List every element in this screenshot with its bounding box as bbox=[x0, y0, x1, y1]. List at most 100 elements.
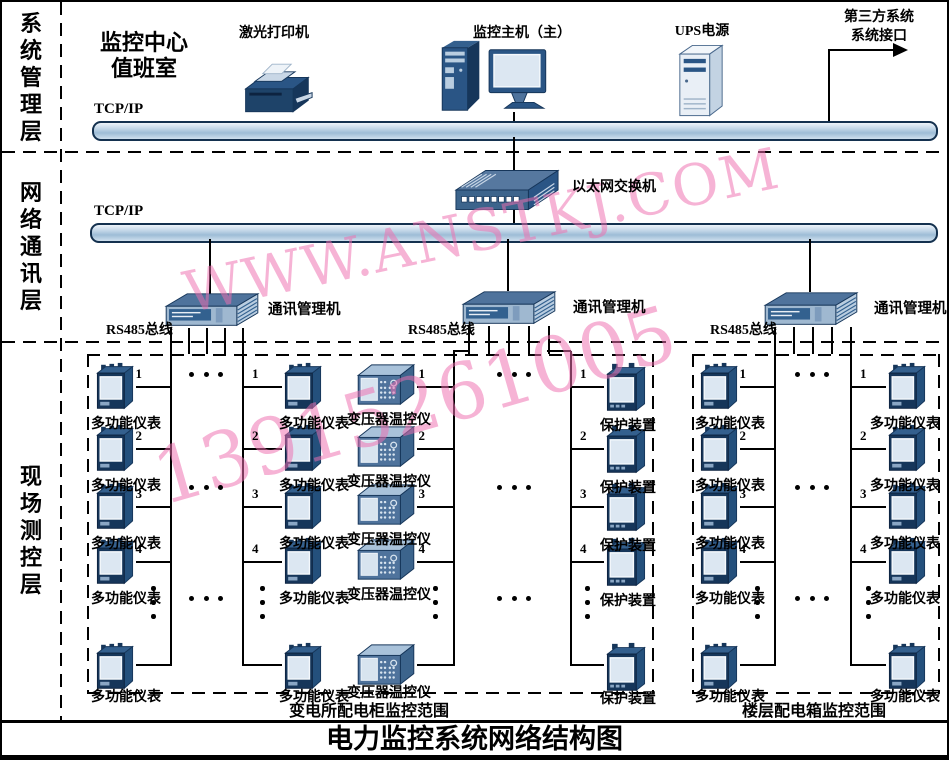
ellipsis-dots-horizontal bbox=[795, 372, 800, 377]
device-label: 多功能仪表 bbox=[91, 592, 161, 607]
row-connector-line bbox=[570, 506, 604, 508]
comm-manager-label-2: 通讯管理机 bbox=[573, 300, 646, 316]
device-label: 变压器温控仪 bbox=[347, 413, 431, 428]
monitoring-host-icon bbox=[434, 38, 552, 120]
tcpip-bus-1 bbox=[92, 121, 938, 141]
device-label: 多功能仪表 bbox=[279, 417, 349, 432]
row-number: 1 bbox=[135, 366, 143, 381]
tcpip-bus-2 bbox=[90, 223, 938, 243]
layer-label-field-monitoring: 现场测控层 bbox=[19, 464, 42, 597]
group-box-bottom bbox=[87, 692, 652, 694]
row-connector-line bbox=[242, 664, 282, 666]
device-label: 多功能仪表 bbox=[91, 537, 161, 552]
ups-label: UPS电源 bbox=[674, 24, 730, 39]
ellipsis-dots-horizontal bbox=[203, 596, 209, 601]
group-box-left bbox=[692, 354, 694, 692]
device-icon bbox=[698, 537, 740, 587]
row-number: 1 bbox=[418, 366, 426, 381]
rs485-drop-line bbox=[242, 328, 244, 354]
row-number: 2 bbox=[860, 428, 867, 443]
device-label: 多功能仪表 bbox=[91, 479, 161, 494]
ellipsis-dots-vertical bbox=[433, 614, 438, 619]
comm-manager-label-1: 通讯管理机 bbox=[268, 302, 341, 318]
row-connector-line bbox=[850, 561, 886, 563]
device-icon bbox=[886, 482, 928, 532]
control-room-label: 监控中心 值班室 bbox=[94, 30, 194, 82]
layer-divider-1 bbox=[2, 151, 947, 153]
ellipsis-dots-horizontal bbox=[203, 485, 209, 490]
third-party-branch-line bbox=[828, 49, 894, 51]
device-label: 多功能仪表 bbox=[870, 479, 940, 494]
row-connector-line bbox=[570, 664, 604, 666]
ellipsis-dots-horizontal bbox=[824, 372, 829, 377]
device-icon bbox=[604, 362, 648, 414]
rs485-jog-line bbox=[453, 350, 469, 352]
device-label: 变压器温控仪 bbox=[347, 475, 431, 490]
ellipsis-dots-vertical bbox=[151, 586, 156, 591]
device-icon bbox=[886, 362, 928, 412]
ellipsis-dots-vertical bbox=[433, 586, 438, 591]
rs485-drop-line bbox=[170, 328, 172, 354]
device-label: 多功能仪表 bbox=[279, 690, 349, 705]
device-icon bbox=[282, 537, 324, 587]
group-box-left bbox=[87, 354, 89, 692]
device-icon bbox=[282, 424, 324, 474]
ellipsis-dots-horizontal bbox=[526, 596, 531, 601]
device-label: 多功能仪表 bbox=[870, 417, 940, 432]
diagram-title: 电力监控系统网络结构图 bbox=[326, 724, 623, 754]
ellipsis-dots-horizontal bbox=[795, 596, 800, 601]
rs485-label-3: RS485总线 bbox=[710, 323, 777, 338]
device-icon bbox=[94, 424, 136, 474]
device-icon bbox=[886, 642, 928, 692]
row-number: 4 bbox=[739, 541, 747, 556]
layer-strip-divider bbox=[60, 2, 62, 720]
row-number: 2 bbox=[580, 428, 587, 443]
device-icon bbox=[698, 642, 740, 692]
ellipsis-dots-horizontal bbox=[809, 485, 815, 490]
column-bus-line bbox=[453, 351, 455, 665]
ellipsis-dots-horizontal bbox=[189, 372, 194, 377]
row-connector-line bbox=[740, 448, 776, 450]
device-label: 多功能仪表 bbox=[279, 479, 349, 494]
bus1-label: TCP/IP bbox=[94, 101, 144, 117]
ellipsis-dots-horizontal bbox=[511, 596, 517, 601]
ellipsis-dots-horizontal bbox=[526, 485, 531, 490]
switch-label: 以太网交换机 bbox=[572, 180, 656, 195]
device-label: 多功能仪表 bbox=[870, 592, 940, 607]
row-connector-line bbox=[417, 448, 455, 450]
ellipsis-dots-vertical bbox=[866, 600, 871, 605]
device-icon bbox=[604, 482, 648, 534]
device-icon bbox=[886, 537, 928, 587]
control-room-line2: 值班室 bbox=[110, 56, 177, 81]
device-icon bbox=[94, 362, 136, 412]
third-party-arrow-icon bbox=[893, 43, 908, 57]
rs485-drop-line bbox=[188, 328, 190, 354]
device-label: 多功能仪表 bbox=[91, 417, 161, 432]
device-label: 多功能仪表 bbox=[695, 537, 765, 552]
ellipsis-dots-horizontal bbox=[497, 372, 502, 377]
row-number: 4 bbox=[418, 541, 426, 556]
rs485-drop-line bbox=[812, 327, 814, 354]
device-icon bbox=[604, 424, 648, 476]
device-label: 变压器温控仪 bbox=[347, 686, 431, 701]
device-icon bbox=[94, 537, 136, 587]
third-party-label: 第三方系统 系统接口 bbox=[822, 8, 936, 46]
rs485-drop-line bbox=[793, 327, 795, 354]
column-bus-line bbox=[774, 351, 776, 665]
ellipsis-dots-horizontal bbox=[511, 372, 517, 377]
device-label: 多功能仪表 bbox=[279, 537, 349, 552]
ellipsis-dots-horizontal bbox=[809, 372, 815, 377]
row-connector-line bbox=[242, 506, 282, 508]
rs485-drop-line bbox=[488, 326, 490, 354]
host-label: 监控主机（主） bbox=[473, 26, 571, 41]
rs485-jog-line bbox=[547, 350, 571, 352]
device-label: 多功能仪表 bbox=[695, 592, 765, 607]
layer-label-system-management: 系统管理层 bbox=[19, 11, 42, 144]
ellipsis-dots-horizontal bbox=[497, 485, 502, 490]
row-number: 4 bbox=[135, 541, 143, 556]
device-label: 变压器温控仪 bbox=[347, 588, 431, 603]
column-bus-line bbox=[570, 351, 572, 665]
row-connector-line bbox=[740, 664, 776, 666]
device-icon bbox=[886, 424, 928, 474]
